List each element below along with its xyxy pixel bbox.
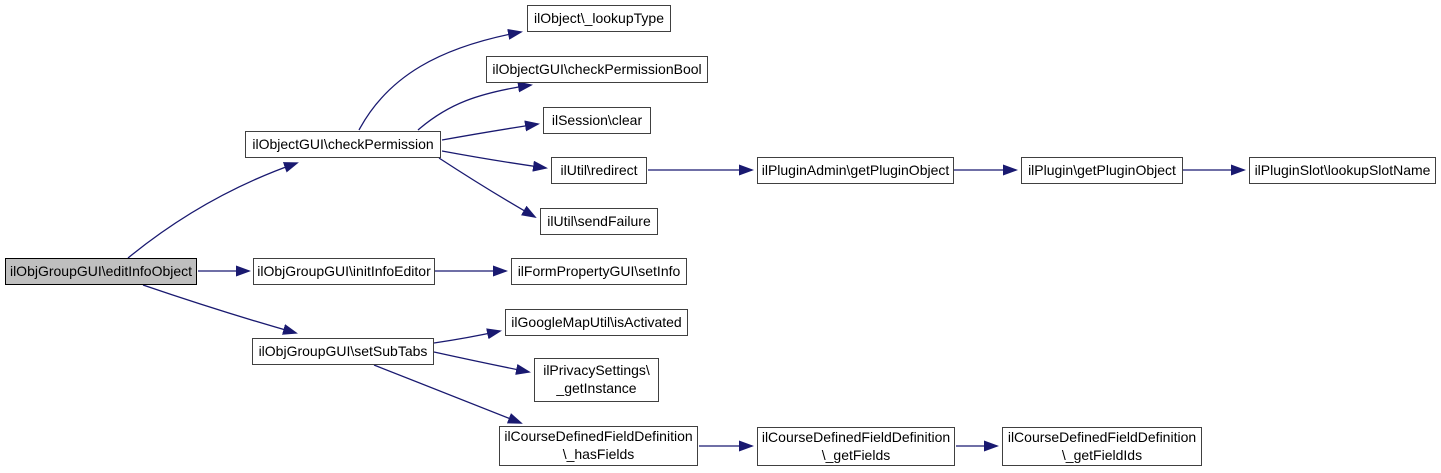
node-getfields[interactable]: ilCourseDefinedFieldDefinition \_getFiel… xyxy=(757,427,955,466)
node-isactivated[interactable]: ilGoogleMapUtil\isActivated xyxy=(505,309,688,336)
edge-checkPermission-sessionClear xyxy=(441,120,540,141)
node-lookuptype[interactable]: ilObject\_lookupType xyxy=(527,5,671,32)
node-setinfo[interactable]: ilFormPropertyGUI\setInfo xyxy=(511,258,687,285)
node-checkpermission[interactable]: ilObjectGUI\checkPermission xyxy=(245,131,441,158)
edge-setSubTabs-hasFields xyxy=(373,364,523,424)
edge-checkPermission-lookupType xyxy=(358,28,523,131)
node-privacy-getinstance[interactable]: ilPrivacySettings\ _getInstance xyxy=(534,358,659,402)
node-setsubtabs[interactable]: ilObjGroupGUI\setSubTabs xyxy=(252,338,434,365)
node-hasfields[interactable]: ilCourseDefinedFieldDefinition \_hasFiel… xyxy=(499,426,698,466)
node-pluginadmin-getpluginobject[interactable]: ilPluginAdmin\getPluginObject xyxy=(757,157,954,184)
node-initinfoeditor[interactable]: ilObjGroupGUI\initInfoEditor xyxy=(253,258,435,285)
node-redirect[interactable]: ilUtil\redirect xyxy=(551,157,647,184)
node-sendfailure[interactable]: ilUtil\sendFailure xyxy=(540,208,658,235)
edge-checkPermission-checkPermissionBool xyxy=(417,81,533,131)
node-editinfoobject: ilObjGroupGUI\editInfoObject xyxy=(5,258,197,285)
node-checkpermissionbool[interactable]: ilObjectGUI\checkPermissionBool xyxy=(486,56,708,83)
edge-setSubTabs-privacyGetInstance xyxy=(433,351,531,375)
edge-checkPermission-sendFailure xyxy=(438,157,537,218)
edge-editInfoObject-checkPermission xyxy=(127,162,299,259)
node-plugin-getpluginobject[interactable]: ilPlugin\getPluginObject xyxy=(1021,157,1183,184)
edge-setSubTabs-isActivated xyxy=(433,328,502,344)
edge-editInfoObject-setSubTabs xyxy=(142,284,298,335)
node-sessionclear[interactable]: ilSession\clear xyxy=(543,107,651,134)
edge-checkPermission-redirect xyxy=(441,150,548,172)
node-pluginslot-lookupslotname[interactable]: ilPluginSlot\lookupSlotName xyxy=(1249,157,1436,184)
node-getfieldids[interactable]: ilCourseDefinedFieldDefinition \_getFiel… xyxy=(1002,427,1202,466)
